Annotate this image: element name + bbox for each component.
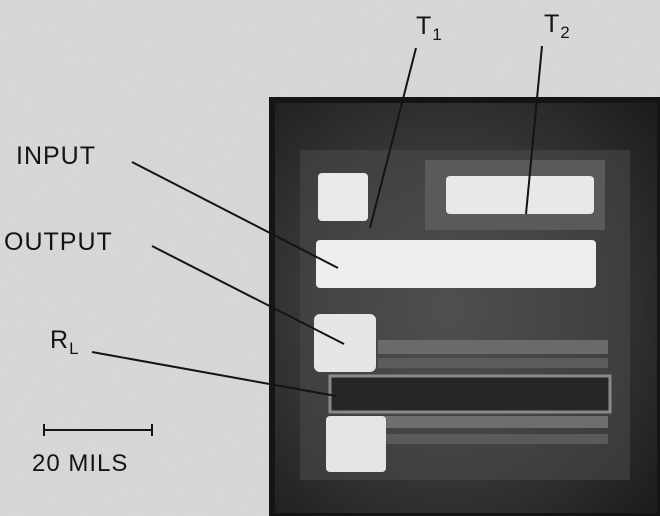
rl-resistor bbox=[328, 374, 612, 414]
scale-bar-label: 20 MILS bbox=[32, 450, 129, 477]
rl-label-sub: L bbox=[69, 339, 79, 358]
t1-label: T1 bbox=[416, 12, 442, 44]
pad-top-left bbox=[318, 173, 368, 221]
t1-leader-line bbox=[369, 47, 417, 229]
input-leader-line bbox=[131, 161, 339, 269]
pad-input bbox=[316, 240, 596, 288]
t2-leader-line bbox=[525, 45, 543, 215]
input-label: INPUT bbox=[16, 142, 96, 170]
pad-t2 bbox=[446, 176, 594, 214]
stripe-4 bbox=[380, 434, 608, 444]
stripe-3 bbox=[380, 416, 608, 428]
stripe-1 bbox=[378, 340, 608, 354]
output-label: OUTPUT bbox=[4, 228, 113, 256]
stripe-2 bbox=[378, 358, 608, 368]
t2-label-sub: 2 bbox=[560, 23, 570, 42]
rl-leader-line bbox=[91, 351, 337, 397]
rl-label-main: R bbox=[50, 326, 70, 354]
rl-label: RL bbox=[50, 326, 79, 358]
pad-bottom-left bbox=[326, 416, 386, 472]
output-leader-line bbox=[151, 245, 345, 345]
t1-label-sub: 1 bbox=[432, 25, 442, 44]
t1-label-main: T bbox=[416, 12, 433, 40]
t2-label: T2 bbox=[544, 10, 570, 42]
pad-output bbox=[314, 314, 376, 372]
t2-label-main: T bbox=[544, 10, 561, 38]
